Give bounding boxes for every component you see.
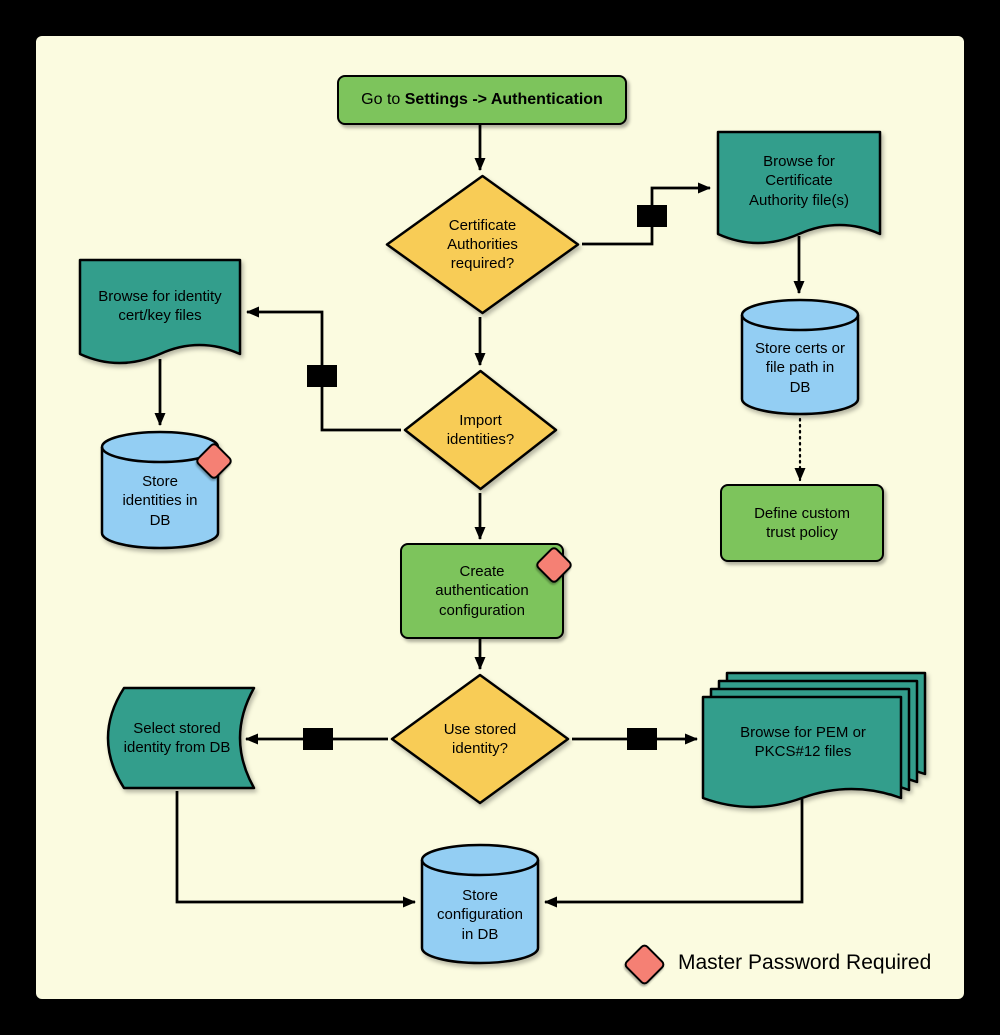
goto-label: Go to Settings -> Authentication bbox=[361, 90, 603, 108]
node-label: Import identities? bbox=[446, 411, 515, 448]
goto-label-bold: Settings -> Authentication bbox=[404, 90, 603, 108]
node-browse-identity: Browse for identity cert/key files bbox=[78, 258, 242, 370]
node-create-auth: Create authentication configuration bbox=[400, 543, 564, 639]
node-label: Store configuration in DB bbox=[437, 887, 523, 943]
decision-diamond-shape bbox=[385, 174, 580, 315]
node-label: Use stored identity? bbox=[443, 720, 517, 757]
node-ca-required: Certificate Authorities required? bbox=[385, 174, 580, 315]
node-label: Certificate Authorities required? bbox=[447, 216, 518, 273]
node-label: Store identities in DB bbox=[122, 473, 198, 529]
stacked-documents-shape bbox=[701, 671, 927, 809]
node-browse-pem: Browse for PEM or PKCS#12 files bbox=[701, 671, 927, 816]
decision-diamond-shape bbox=[403, 369, 558, 491]
node-store-certs: Store certs or file path in DB bbox=[740, 298, 860, 416]
database-cylinder-shape bbox=[420, 843, 540, 965]
node-store-identities: Store identities in DB bbox=[100, 430, 220, 550]
node-select-stored: Select stored identity from DB bbox=[98, 686, 256, 790]
node-import-identities: Import identities? bbox=[403, 369, 558, 491]
node-define-trust: Define custom trust policy bbox=[720, 484, 884, 562]
node-browse-ca: Browse for Certificate Authority file(s) bbox=[716, 130, 882, 248]
stored-data-shape bbox=[106, 686, 256, 790]
node-label: Browse for PEM or PKCS#12 files bbox=[740, 723, 866, 760]
document-shape bbox=[716, 130, 882, 245]
node-label: Browse for Certificate Authority file(s) bbox=[748, 153, 850, 209]
legend-label: Master Password Required bbox=[678, 950, 932, 974]
node-use-stored: Use stored identity? bbox=[390, 673, 570, 805]
document-shape bbox=[78, 258, 242, 365]
node-label: Store certs or file path in DB bbox=[754, 340, 846, 396]
decision-diamond-shape bbox=[390, 673, 570, 805]
node-label: Select stored identity from DB bbox=[123, 719, 231, 756]
node-store-config: Store configuration in DB bbox=[420, 843, 540, 965]
legend: Master Password Required bbox=[622, 942, 932, 987]
master-password-icon bbox=[622, 942, 667, 987]
node-label: Browse for identity cert/key files bbox=[98, 287, 222, 324]
database-cylinder-shape bbox=[740, 298, 860, 416]
node-goto-settings: Go to Settings -> Authentication bbox=[337, 75, 627, 125]
